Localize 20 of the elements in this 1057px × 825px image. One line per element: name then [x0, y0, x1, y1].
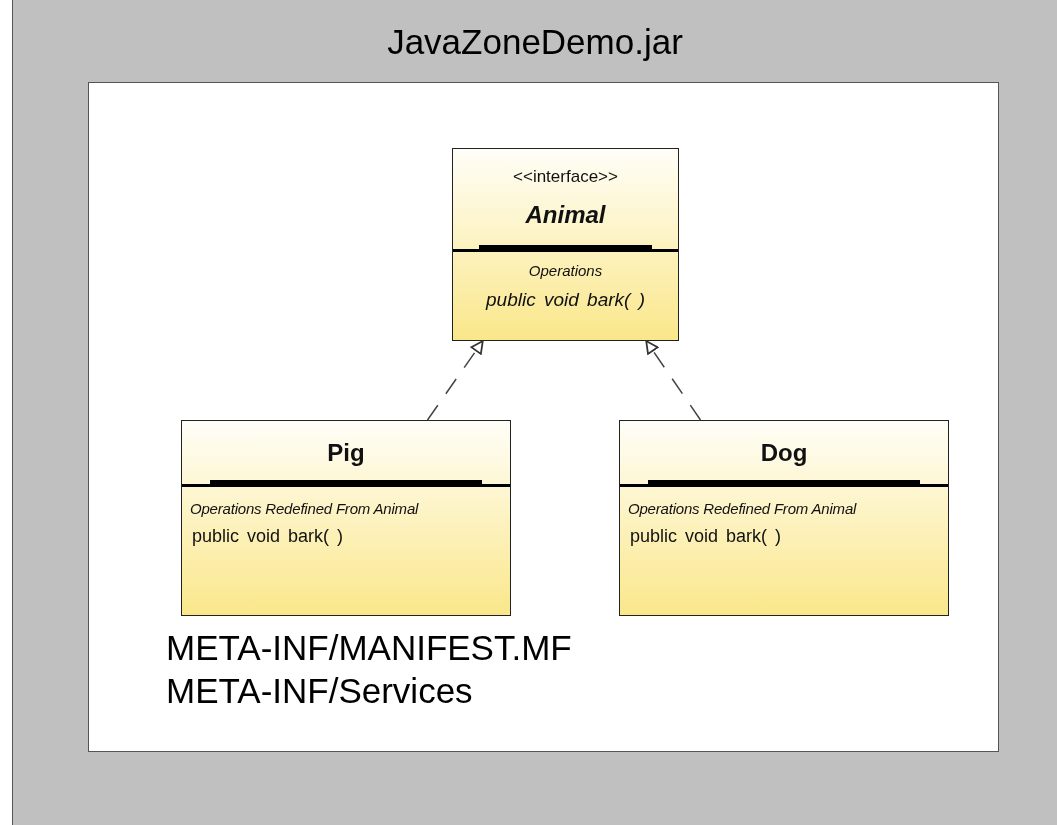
jar-panel [12, 0, 1057, 825]
class-name: Pig [326, 439, 366, 467]
package-panel [88, 82, 999, 752]
realization-arrow [645, 340, 702, 421]
operation-label: public void bark( ) [192, 526, 344, 547]
file-path: META-INF/Services [166, 671, 473, 711]
class-box [181, 420, 511, 616]
compartment-heading: Operations [527, 262, 604, 279]
class-name: Dog [759, 439, 809, 467]
jar-title: JavaZoneDemo.jar [386, 22, 684, 62]
compartment-heading: Operations Redefined From Animal [628, 500, 857, 517]
realization-arrow [426, 340, 484, 421]
file-path: META-INF/MANIFEST.MF [166, 628, 572, 668]
compartment-heading: Operations Redefined From Animal [190, 500, 419, 517]
class-name: Animal [524, 201, 607, 229]
interface-class-box [452, 148, 679, 341]
operation-label: public void bark( ) [484, 289, 646, 311]
stereotype-label: <<interface>> [512, 167, 619, 187]
class-box [619, 420, 949, 616]
operation-label: public void bark( ) [630, 526, 782, 547]
